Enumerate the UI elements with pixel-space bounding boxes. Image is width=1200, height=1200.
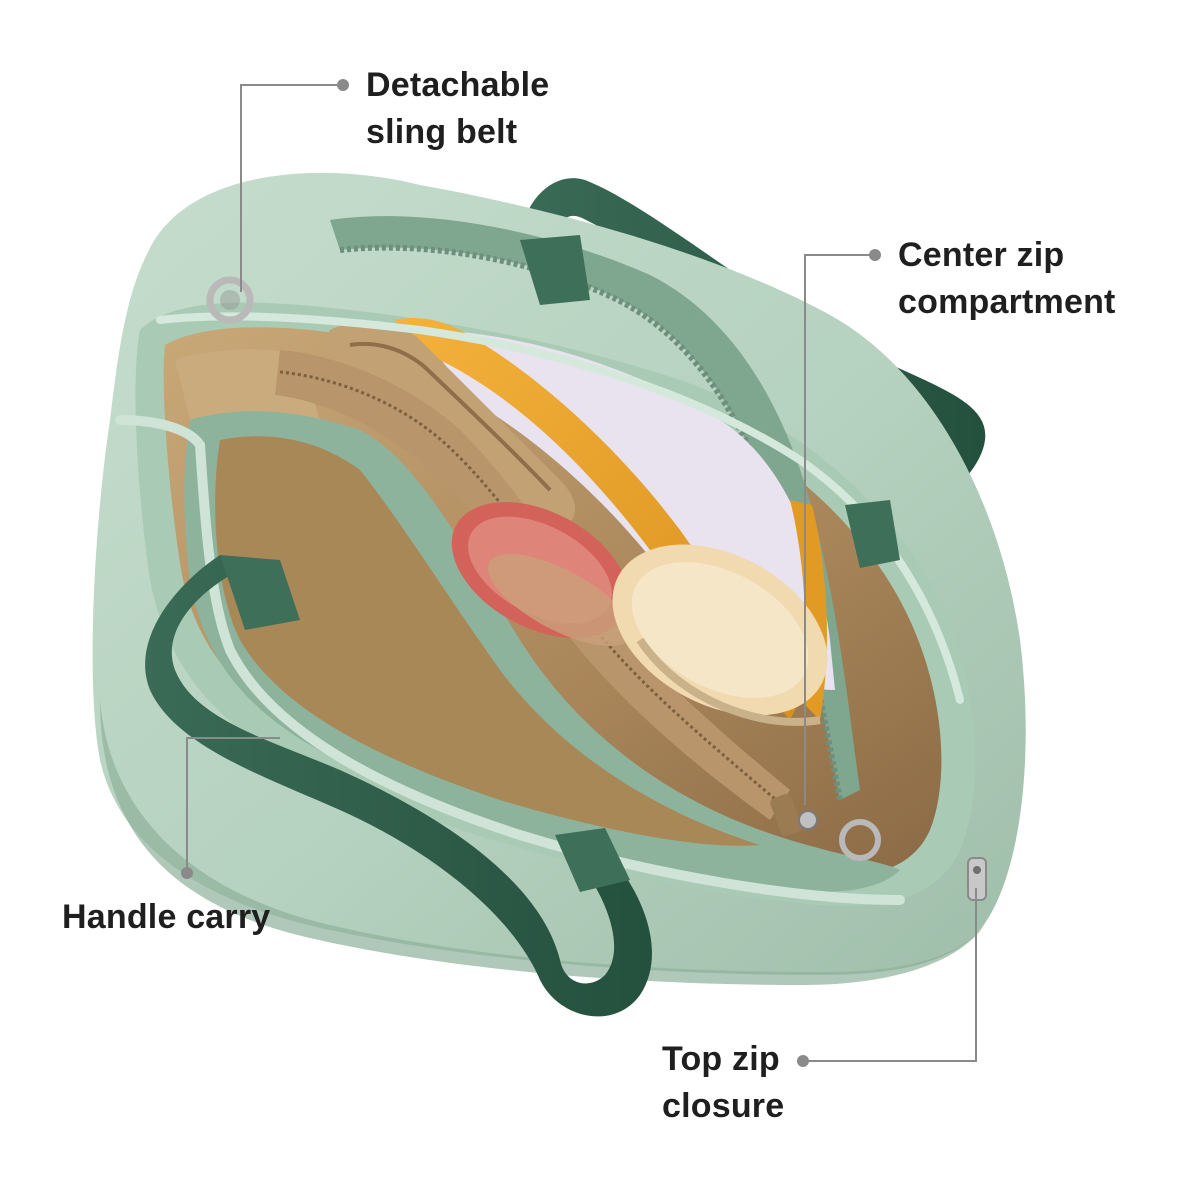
zip-pull [770,793,802,837]
back-handle [520,178,986,540]
callout-topzip-line1: Top zip [662,1040,780,1078]
callout-line-center [804,254,870,805]
callout-dot-handle [181,867,193,879]
callout-line-topzip [807,888,977,1062]
callout-topzip-line2: closure [662,1087,785,1125]
callout-line-handle [186,737,280,873]
callout-line-sling [240,84,340,292]
callout-dots [181,79,881,1067]
callout-label-handle-carry: Handle carry [62,894,270,941]
front-handle [145,555,652,1017]
callout-dot-center [869,249,881,261]
callout-center-line2: compartment [898,283,1116,321]
callout-label-top-zip: Top zip closure [662,1036,784,1130]
callout-dot-sling [337,79,349,91]
callout-sling-line2: sling belt [366,113,518,151]
center-zip-divider [330,216,860,800]
callout-lines [186,84,977,1062]
callout-center-line1: Center zip [898,236,1065,274]
callout-handle-line1: Handle carry [62,898,271,936]
callout-label-sling-belt: Detachable sling belt [366,62,549,156]
callout-sling-line1: Detachable [366,66,550,104]
sling-ring-left [206,276,254,324]
sling-ring-right [839,819,881,861]
callout-label-center-zip: Center zip compartment [898,232,1116,326]
callout-dot-topzip [797,1055,809,1067]
